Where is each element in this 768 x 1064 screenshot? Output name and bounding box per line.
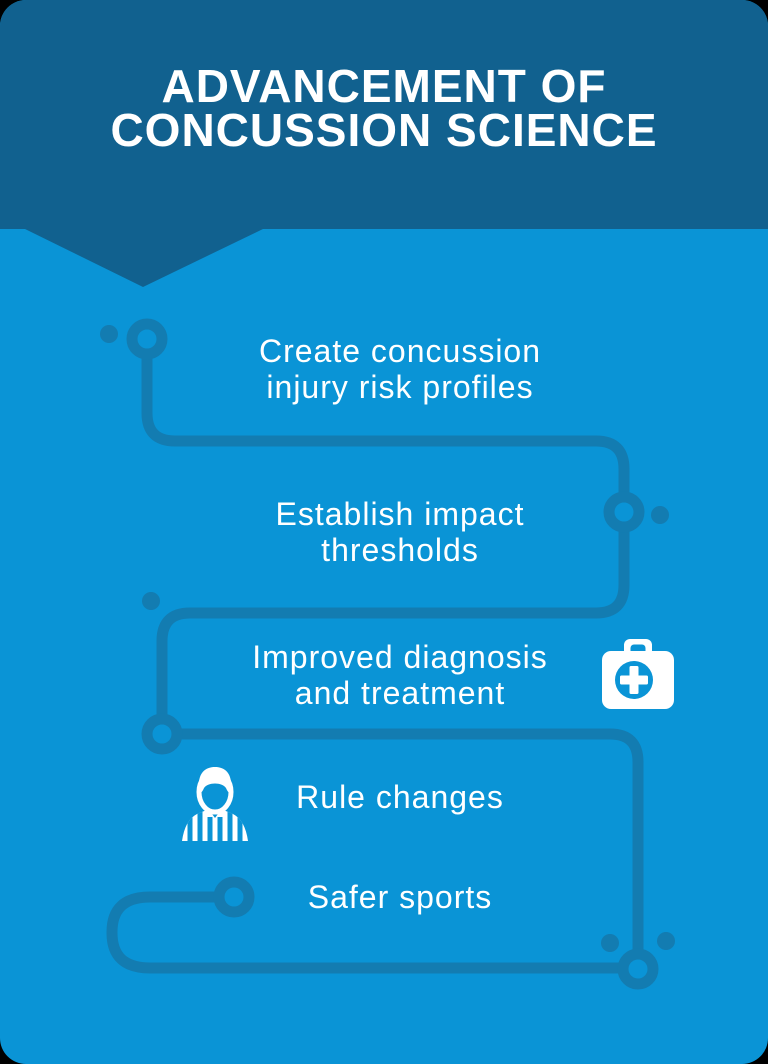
- flow-item-risk-profiles: Create concussion injury risk profiles: [32, 333, 768, 405]
- header-notch: [23, 228, 265, 287]
- node-ring-1: [126, 318, 168, 360]
- node-ring-5: [617, 948, 659, 990]
- flow-item-risk-profiles-line-1: Create concussion: [258, 333, 542, 369]
- node-ring-3: [141, 713, 183, 755]
- flow-item-rule-changes: Rule changes: [32, 779, 768, 815]
- flow-item-rule-changes-line-1: Rule changes: [296, 779, 504, 815]
- flow-item-impact-thresholds-line-2: thresholds: [321, 532, 479, 568]
- accent-dots: [100, 325, 675, 952]
- flow-item-diagnosis-treatment-line-2: and treatment: [294, 675, 506, 711]
- referee-icon: [177, 763, 253, 841]
- flow-item-diagnosis-treatment-line-1: Improved diagnosis: [252, 639, 548, 675]
- node-ring-2: [603, 491, 645, 533]
- flow-item-impact-thresholds-line-1: Establish impact: [275, 496, 525, 532]
- page-title-line-2: CONCUSSION SCIENCE: [110, 104, 658, 156]
- header-band: [0, 0, 768, 229]
- connector-lines: [106, 351, 644, 974]
- node-ring-4: [213, 876, 255, 918]
- flow-item-safer-sports: Safer sports: [32, 879, 768, 915]
- node-rings: [126, 318, 659, 990]
- flow-item-risk-profiles-line-2: injury risk profiles: [266, 369, 534, 405]
- first-aid-kit-icon: [601, 639, 675, 711]
- page-title-line-1: ADVANCEMENT OF: [161, 60, 607, 112]
- flow-item-safer-sports-line-1: Safer sports: [307, 879, 493, 915]
- flow-item-impact-thresholds: Establish impact thresholds: [32, 496, 768, 568]
- flow-item-diagnosis-treatment: Improved diagnosis and treatment: [32, 639, 768, 711]
- page-title: ADVANCEMENT OF CONCUSSION SCIENCE: [0, 60, 768, 156]
